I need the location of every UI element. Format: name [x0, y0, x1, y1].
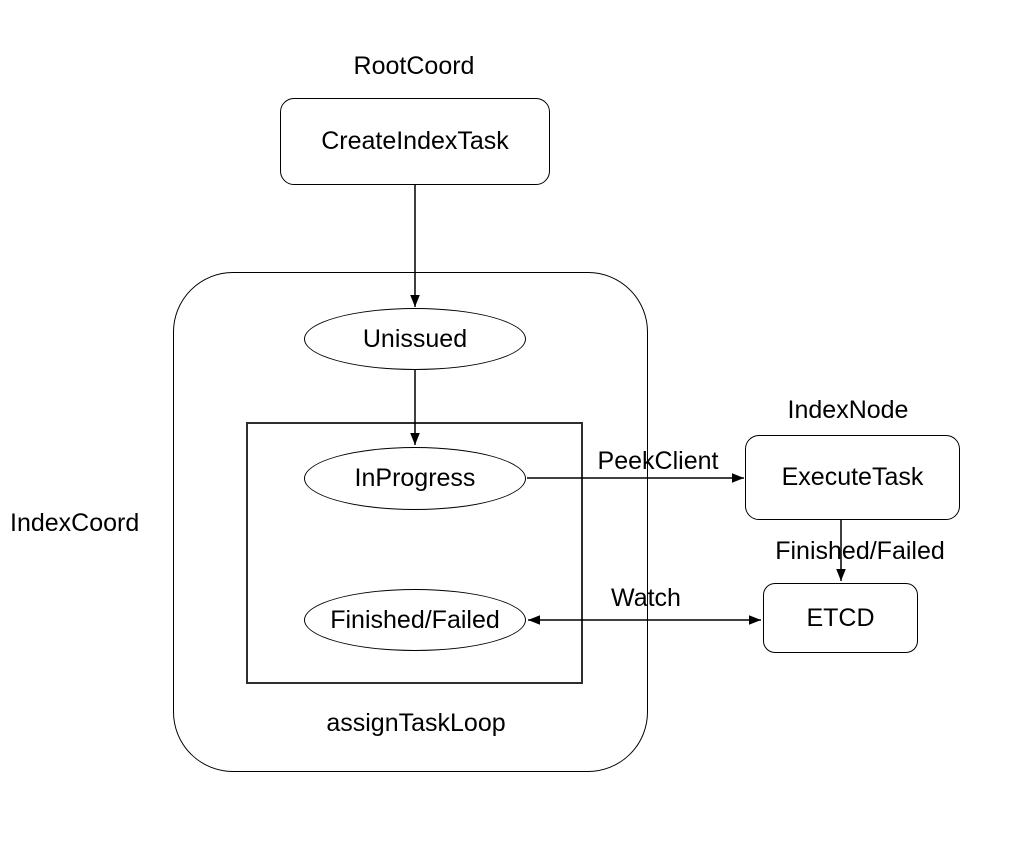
index-node-label: IndexNode — [787, 396, 909, 424]
node-create-index-task-label: CreateIndexTask — [321, 127, 509, 155]
state-in-progress: InProgress — [304, 447, 526, 510]
state-unissued: Unissued — [304, 308, 526, 370]
assign-task-loop-label: assignTaskLoop — [326, 709, 506, 737]
edge-label-watch: Watch — [611, 584, 681, 612]
state-finished-failed-label: Finished/Failed — [330, 605, 500, 634]
index-coord-label: IndexCoord — [10, 509, 140, 537]
state-unissued-label: Unissued — [362, 324, 468, 353]
state-finished-failed: Finished/Failed — [304, 589, 526, 651]
node-execute-task-label: ExecuteTask — [781, 463, 924, 491]
root-coord-label: RootCoord — [353, 52, 475, 80]
node-etcd: ETCD — [763, 583, 918, 653]
edge-label-peek-client: PeekClient — [597, 447, 719, 475]
node-create-index-task: CreateIndexTask — [280, 98, 550, 185]
state-in-progress-label: InProgress — [354, 464, 476, 492]
node-execute-task: ExecuteTask — [745, 435, 960, 520]
node-etcd-label: ETCD — [806, 603, 875, 632]
edge-label-finished-failed: Finished/Failed — [775, 537, 945, 565]
